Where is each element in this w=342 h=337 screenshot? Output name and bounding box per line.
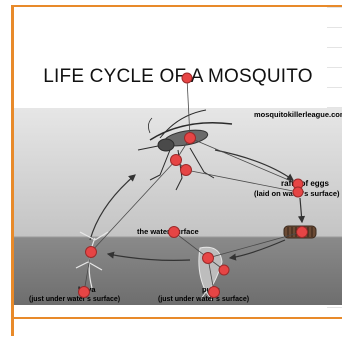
credit-text: mosquitokillerleague.com xyxy=(254,110,342,119)
marker-water-surface xyxy=(169,227,180,238)
marker-pupa-tail xyxy=(219,265,229,275)
marker-adult xyxy=(185,133,196,144)
marker-pupa-label xyxy=(209,287,220,298)
label-rafts-of-eggs: rafts of eggs xyxy=(281,179,330,188)
label-water-surface: the water surface xyxy=(137,227,199,236)
marker-adult-legs xyxy=(181,165,192,176)
marker-larva-label xyxy=(79,287,90,298)
marker-larva xyxy=(86,247,97,258)
marker-egg-raft xyxy=(297,227,308,238)
label-under-surface-right: (just under water's surface) xyxy=(158,296,249,303)
label-under-surface-left: (just under water's surface) xyxy=(29,296,120,303)
marker-pupa xyxy=(203,253,214,264)
marker-title xyxy=(182,73,192,83)
marker-eggs-sublabel xyxy=(293,187,303,197)
marker-adult-body xyxy=(171,155,182,166)
water-panel xyxy=(14,237,342,305)
